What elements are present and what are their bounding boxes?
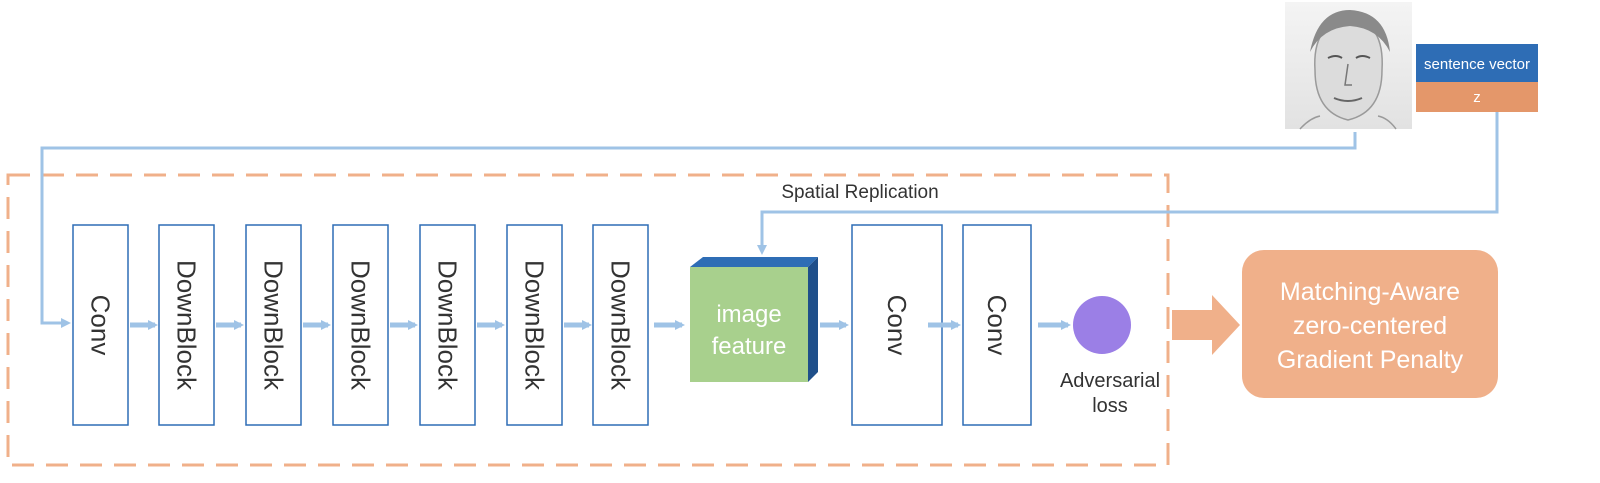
- block-label: DownBlock: [346, 260, 376, 391]
- face-sketch-image: [1285, 2, 1412, 130]
- block-conv-3: Conv: [962, 224, 1032, 426]
- block-label: Conv: [882, 295, 912, 356]
- adversarial-label-line2: loss: [1092, 395, 1128, 417]
- block-downblock-1: DownBlock: [158, 224, 215, 426]
- z-label: z: [1473, 89, 1481, 106]
- block-downblock-3: DownBlock: [332, 224, 389, 426]
- image-to-conv-arrow: [40, 132, 1357, 328]
- block-label: Conv: [982, 295, 1012, 356]
- block-downblock-6: DownBlock: [592, 224, 649, 426]
- z-bar: [1416, 82, 1538, 112]
- adversarial-loss-node: [1073, 296, 1131, 354]
- sentence-vector-label: sentence vector: [1424, 56, 1530, 73]
- block-label: DownBlock: [172, 260, 202, 391]
- spatial-replication-label: Spatial Replication: [781, 182, 938, 203]
- gradient-penalty-box: [1242, 250, 1498, 398]
- block-conv-2: Conv: [851, 224, 943, 426]
- sentence-vector-bar: [1416, 44, 1538, 82]
- image-feature-line1: image: [716, 301, 781, 328]
- block-label: DownBlock: [433, 260, 463, 391]
- block-downblock-5: DownBlock: [506, 224, 563, 426]
- image-feature-line2: feature: [712, 333, 787, 360]
- block-label: DownBlock: [606, 260, 636, 391]
- block-conv-1: Conv: [72, 224, 129, 426]
- penalty-line2: zero-centered: [1293, 312, 1447, 340]
- block-label: DownBlock: [259, 260, 289, 391]
- image-feature-cube: image feature: [690, 257, 818, 382]
- discriminator-dashed-border: [6, 173, 1170, 467]
- block-downblock-2: DownBlock: [245, 224, 302, 426]
- block-label: DownBlock: [520, 260, 550, 391]
- penalty-arrow: [1172, 295, 1240, 355]
- spatial-replication-arrow: [757, 112, 1499, 255]
- adversarial-label-line1: Adversarial: [1060, 370, 1160, 392]
- block-label: Conv: [86, 295, 116, 356]
- block-downblock-4: DownBlock: [419, 224, 476, 426]
- penalty-line3: Gradient Penalty: [1277, 346, 1464, 374]
- penalty-line1: Matching-Aware: [1280, 278, 1460, 306]
